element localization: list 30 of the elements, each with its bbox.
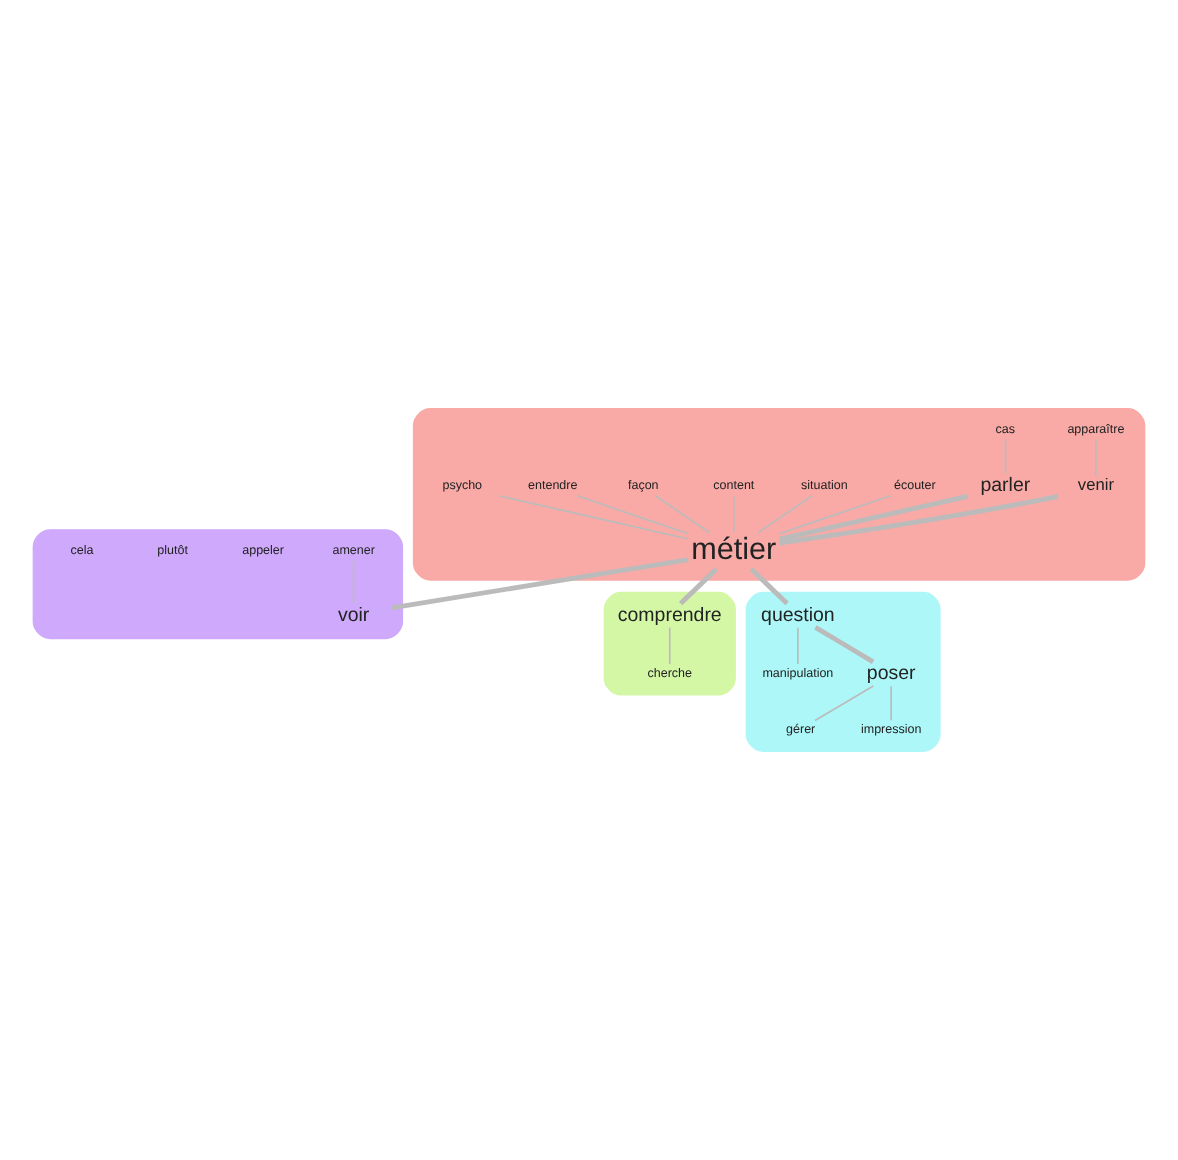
connector [814,625,875,664]
connector [678,567,718,606]
connector [757,494,813,534]
connector [391,557,689,611]
connector [654,494,711,534]
node-text: poser [866,663,916,686]
connector [778,493,968,542]
connector [778,494,892,535]
node-text: voir [337,604,370,627]
cluster [603,591,736,696]
connector [797,626,799,665]
connector [733,495,735,533]
connector [1095,438,1097,477]
node-text: parler [980,475,1031,498]
connector [668,626,671,665]
cluster [32,529,404,640]
connector [778,494,1059,546]
connector [352,559,355,605]
connector [576,494,690,535]
cluster [412,408,1146,581]
node-text: comprendre [617,604,722,627]
connector [498,494,690,540]
connector [890,685,893,722]
connector [1004,438,1007,475]
node-text: venir [1077,474,1114,495]
connector [749,567,789,606]
node-text: métier [691,532,777,567]
node-text: question [761,604,835,627]
connector [814,685,875,722]
cluster [745,591,941,752]
